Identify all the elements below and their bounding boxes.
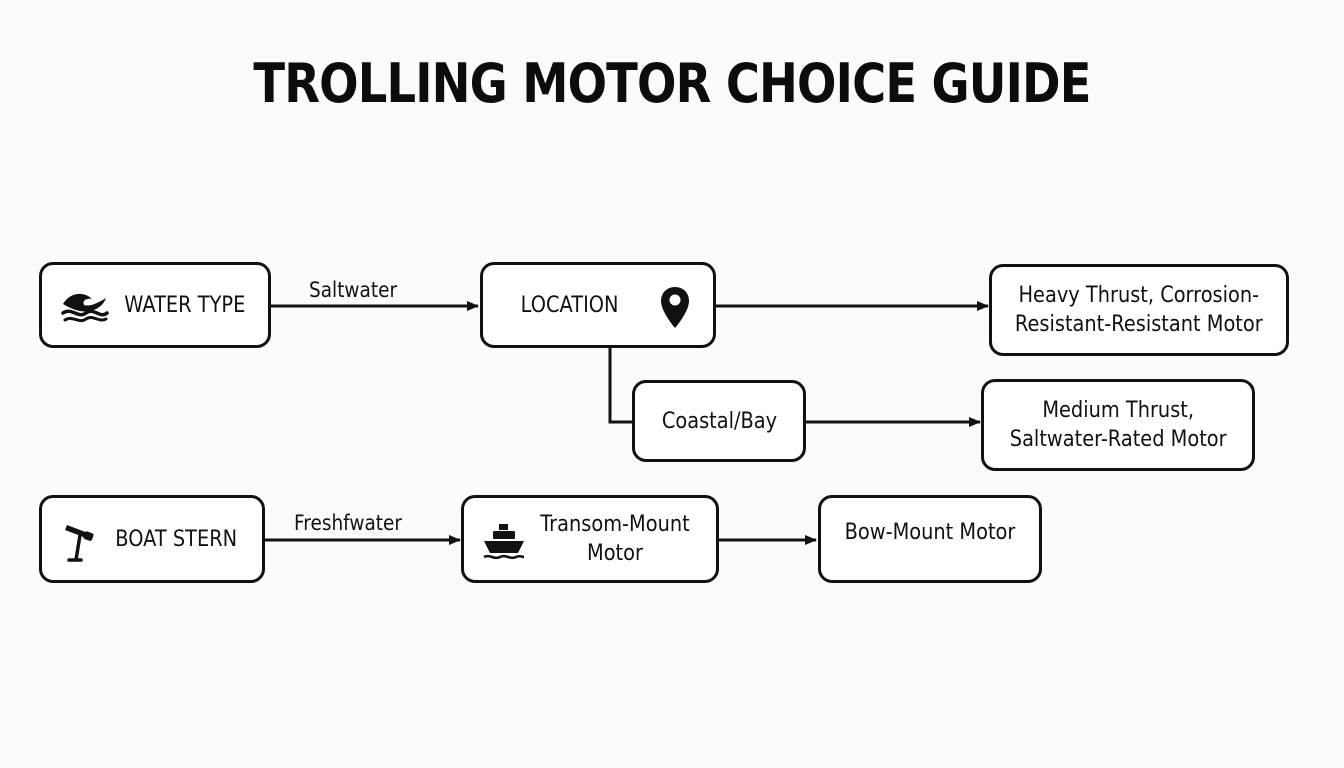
node-bow-mount: Bow-Mount Motor — [818, 495, 1042, 583]
node-location: LOCATION — [480, 262, 716, 348]
node-medium-thrust-line1: Medium Thrust, — [1042, 398, 1194, 423]
trolling-motor-icon — [64, 520, 98, 572]
map-pin-icon — [659, 285, 691, 339]
waves-icon — [60, 289, 110, 331]
node-heavy-thrust: Heavy Thrust, Corrosion- Resistant-Resis… — [989, 264, 1289, 356]
node-heavy-thrust-line2: Resistant-Resistant Motor — [1015, 312, 1263, 337]
node-coastal-bay-label: Coastal/Bay — [661, 408, 777, 434]
boat-icon — [482, 522, 526, 568]
node-transom-mount-line1: Transom-Mount — [540, 512, 690, 537]
node-medium-thrust-line2: Saltwater-Rated Motor — [1009, 427, 1227, 452]
node-bow-mount-label: Bow-Mount Motor — [844, 519, 1016, 545]
edge-location-to-coastal-bay — [608, 346, 634, 424]
node-coastal-bay: Coastal/Bay — [632, 380, 806, 462]
node-boat-stern-label: BOAT STERN — [115, 526, 237, 552]
node-medium-thrust: Medium Thrust, Saltwater-Rated Motor — [981, 379, 1255, 471]
node-water-type: WATER TYPE — [39, 262, 271, 348]
node-heavy-thrust-line1: Heavy Thrust, Corrosion- — [1018, 283, 1260, 308]
edge-label-freshwater: Freshfwater — [294, 511, 403, 535]
node-water-type-label: WATER TYPE — [124, 292, 246, 318]
node-transom-mount-line2: Motor — [587, 541, 643, 566]
node-boat-stern: BOAT STERN — [39, 495, 265, 583]
node-location-label: LOCATION — [521, 292, 619, 318]
node-transom-mount: Transom-Mount Motor — [461, 495, 719, 583]
edge-label-saltwater: Saltwater — [309, 278, 398, 302]
diagram-title: TROLLING MOTOR CHOICE GUIDE — [253, 52, 1091, 115]
